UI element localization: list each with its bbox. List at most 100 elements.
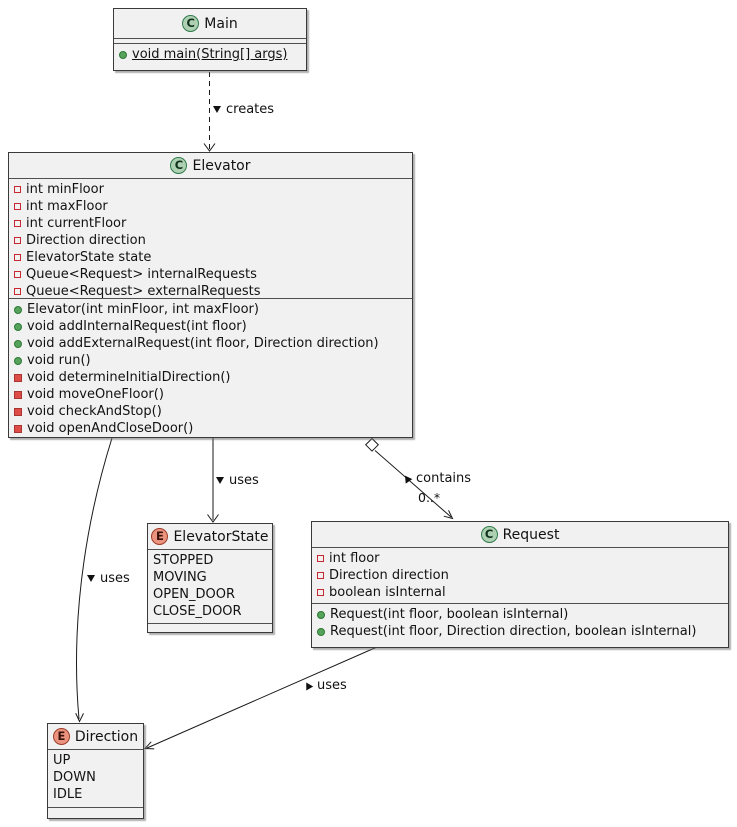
enum-value: MOVING <box>153 570 207 585</box>
field-row: Queue<Request> internalRequests <box>14 266 406 283</box>
aggregation-diamond-icon <box>364 437 380 452</box>
field-row: int minFloor <box>14 181 406 198</box>
field-row: int floor <box>317 550 722 567</box>
enum-values-compartment: UP DOWN IDLE <box>48 750 143 808</box>
method-row: void run() <box>14 352 406 369</box>
fields-compartment: int floor Direction direction boolean is… <box>312 548 728 604</box>
enum-value: STOPPED <box>153 553 214 568</box>
methods-compartment: void main(String[] args) <box>114 44 306 63</box>
method-text: Request(int floor, boolean isInternal) <box>330 607 569 622</box>
methods-compartment: Elevator(int minFloor, int maxFloor) voi… <box>9 299 412 437</box>
method-text: Request(int floor, Direction direction, … <box>330 624 697 639</box>
edge-uses-elevatorstate <box>207 438 219 523</box>
private-field-icon <box>317 555 324 562</box>
enum-value: DOWN <box>53 770 96 785</box>
fields-compartment: int minFloor int maxFloor int currentFlo… <box>9 179 412 299</box>
method-text: void addInternalRequest(int floor) <box>27 319 247 334</box>
direction-triangle-icon <box>401 472 413 484</box>
class-main-title: C Main <box>114 9 306 39</box>
field-text: ElevatorState state <box>26 250 152 265</box>
method-row: void moveOneFloor() <box>14 386 406 403</box>
enum-elevatorstate: E ElevatorState STOPPED MOVING OPEN_DOOR… <box>147 523 273 633</box>
edge-creates <box>203 72 216 152</box>
edge-label-uses-direction: uses <box>87 570 130 586</box>
private-field-icon <box>317 589 324 596</box>
enum-name: Direction <box>74 728 139 745</box>
edge-label-request-uses: uses <box>302 677 347 693</box>
field-row: ElevatorState state <box>14 249 406 266</box>
method-row: void addExternalRequest(int floor, Direc… <box>14 335 406 352</box>
private-field-icon <box>14 186 21 193</box>
field-text: Queue<Request> internalRequests <box>26 267 257 282</box>
enum-name: ElevatorState <box>173 528 269 545</box>
direction-triangle-icon <box>213 105 221 113</box>
field-row: boolean isInternal <box>317 584 722 601</box>
class-request: C Request int floor Direction direction … <box>311 521 729 648</box>
field-row: Queue<Request> externalRequests <box>14 283 406 299</box>
private-method-icon <box>14 424 22 433</box>
private-field-icon <box>317 572 324 579</box>
method-row: void determineInitialDirection() <box>14 369 406 386</box>
enum-value: UP <box>53 753 71 768</box>
private-field-icon <box>14 271 21 278</box>
edge-label-text: uses <box>229 472 259 488</box>
field-text: Queue<Request> externalRequests <box>26 284 261 299</box>
field-text: int minFloor <box>26 182 104 197</box>
enum-value: CLOSE_DOOR <box>153 604 242 619</box>
class-icon: C <box>182 15 200 32</box>
edge-label-contains: contains <box>401 470 471 486</box>
field-text: boolean isInternal <box>329 585 446 600</box>
empty-methods-compartment <box>148 624 272 632</box>
field-row: Direction direction <box>317 567 722 584</box>
method-text: void addExternalRequest(int floor, Direc… <box>27 336 379 351</box>
edge-label-text: creates <box>226 101 275 117</box>
method-row: void addInternalRequest(int floor) <box>14 318 406 335</box>
public-method-icon <box>119 50 127 59</box>
public-method-icon <box>14 305 22 314</box>
class-name: Elevator <box>192 157 251 174</box>
class-request-title: C Request <box>312 522 728 548</box>
private-field-icon <box>14 220 21 227</box>
private-field-icon <box>14 254 21 261</box>
edge-label-text: uses <box>317 677 347 693</box>
enum-direction-title: E Direction <box>48 724 143 750</box>
arrowhead-icon <box>143 741 155 750</box>
class-icon: C <box>480 526 498 543</box>
method-text: void moveOneFloor() <box>27 387 164 402</box>
private-method-icon <box>14 407 22 416</box>
class-icon: C <box>170 157 188 174</box>
empty-methods-compartment <box>48 808 143 818</box>
method-row: void checkAndStop() <box>14 403 406 420</box>
enum-elevatorstate-title: E ElevatorState <box>148 524 272 550</box>
field-row: Direction direction <box>14 232 406 249</box>
class-elevator-title: C Elevator <box>9 153 412 179</box>
class-main: C Main void main(String[] args) <box>113 8 307 71</box>
class-name: Main <box>204 15 238 32</box>
multiplicity-label: 0..* <box>418 490 441 505</box>
method-row: Elevator(int minFloor, int maxFloor) <box>14 301 406 318</box>
private-field-icon <box>14 288 21 295</box>
method-row: Request(int floor, boolean isInternal) <box>317 606 722 623</box>
field-text: int maxFloor <box>26 199 108 214</box>
method-text: void main(String[] args) <box>132 47 288 62</box>
enum-values-compartment: STOPPED MOVING OPEN_DOOR CLOSE_DOOR <box>148 550 272 624</box>
direction-triangle-icon <box>216 476 224 484</box>
arrowhead-icon <box>75 712 84 723</box>
field-row: int currentFloor <box>14 215 406 232</box>
edge-uses-direction <box>75 437 113 723</box>
public-method-icon <box>14 356 22 365</box>
enum-icon: E <box>52 728 70 745</box>
class-name: Request <box>502 526 560 543</box>
method-row: void main(String[] args) <box>119 46 300 63</box>
field-row: int maxFloor <box>14 198 406 215</box>
method-row: Request(int floor, Direction direction, … <box>317 623 722 640</box>
method-text: void openAndCloseDoor() <box>27 421 194 436</box>
public-method-icon <box>317 627 325 636</box>
private-field-icon <box>14 237 21 244</box>
edge-label-text: uses <box>100 570 130 586</box>
enum-value: OPEN_DOOR <box>153 587 236 602</box>
private-field-icon <box>14 203 21 210</box>
method-text: Elevator(int minFloor, int maxFloor) <box>27 302 259 317</box>
